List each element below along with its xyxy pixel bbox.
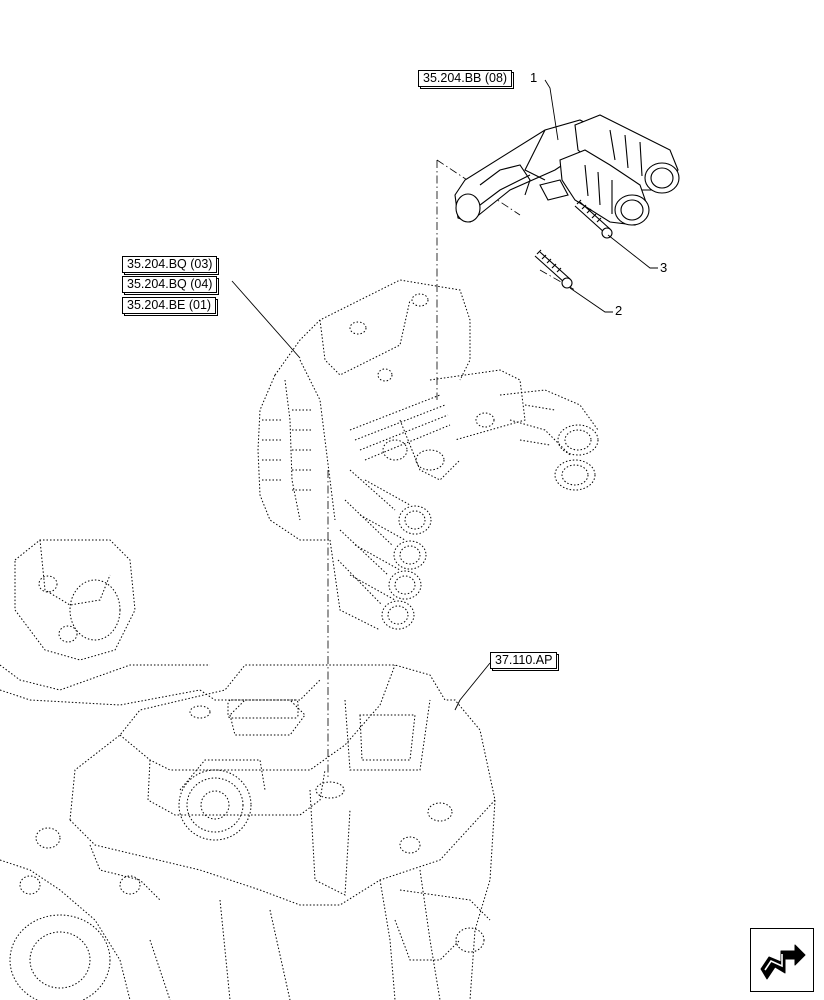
reference-box-35-204-bb-08[interactable]: 35.204.BB (08) xyxy=(418,70,513,87)
part-1-coupler-assembly xyxy=(454,114,680,226)
next-page-arrow-icon xyxy=(760,944,806,980)
reference-box-35-204-bq-04[interactable]: 35.204.BQ (04) xyxy=(122,276,218,293)
reference-box-37-110-ap[interactable]: 37.110.AP xyxy=(490,652,558,669)
bracket-drawing xyxy=(0,539,210,706)
callout-3: 3 xyxy=(660,260,668,275)
part-2-screw xyxy=(534,249,573,289)
part-3-screw xyxy=(574,199,613,239)
next-page-button[interactable] xyxy=(750,928,814,992)
engine-housing-drawing xyxy=(0,664,496,1000)
valve-block-drawing xyxy=(257,279,599,631)
callout-2: 2 xyxy=(615,303,623,318)
reference-box-35-204-bq-03[interactable]: 35.204.BQ (03) xyxy=(122,256,218,273)
leader-lines xyxy=(231,79,658,711)
reference-box-35-204-be-01[interactable]: 35.204.BE (01) xyxy=(122,297,217,314)
callout-1: 1 xyxy=(530,70,538,85)
